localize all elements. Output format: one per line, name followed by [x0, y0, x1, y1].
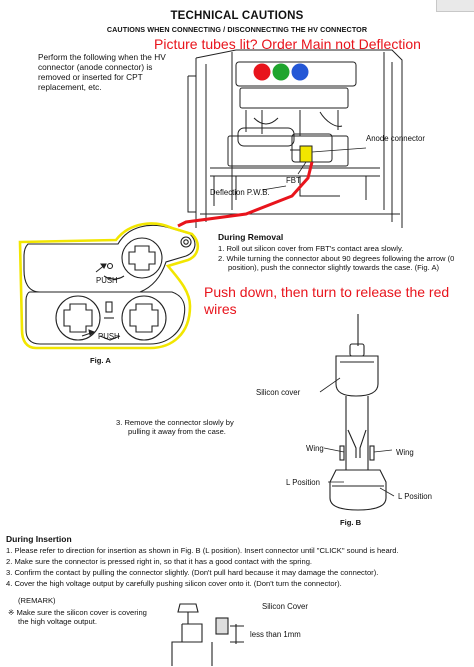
removal-step-2: 2. While turning the connector about 90 … [218, 254, 455, 273]
red-tube-light [253, 63, 271, 81]
annotation-top: Picture tubes lit? Order Main not Deflec… [154, 36, 421, 52]
insertion-step-2: 2. Make sure the connector is pressed ri… [6, 557, 313, 566]
remark-text: ※ Make sure the silicon cover is coverin… [8, 608, 147, 627]
wing-left-label: Wing [306, 444, 324, 453]
fig-a-highlight [18, 222, 200, 350]
insertion-step-1: 1. Please refer to direction for inserti… [6, 546, 399, 555]
fig-b-drawing [329, 314, 387, 511]
fig-a-arrows [81, 263, 107, 337]
page-title: TECHNICAL CAUTIONS [170, 10, 304, 22]
page-subtitle: CAUTIONS WHEN CONNECTING / DISCONNECTING… [106, 25, 368, 34]
remark-silicon-cover-label: Silicon Cover [262, 602, 308, 611]
push-label-top: PUSH [96, 276, 118, 285]
remark-dimension-label: less than 1mm [250, 630, 301, 639]
blue-tube-light [291, 63, 309, 81]
fig-a-drawing [23, 224, 196, 345]
fbt-label: FBT [286, 176, 301, 185]
picture-tube-lights [253, 63, 309, 81]
anode-connector-highlight [299, 145, 313, 163]
l-position-right-label: L Position [398, 492, 432, 501]
fig-b-caption: Fig. B [340, 518, 362, 527]
removal-step-1: 1. Roll out silicon cover from FBT's con… [218, 244, 404, 253]
remark-heading: (REMARK) [18, 596, 56, 605]
corner-tab [436, 0, 474, 12]
silicon-cover-label: Silicon cover [256, 388, 301, 397]
anode-connector-label: Anode connector [366, 134, 425, 143]
insertion-step-3: 3. Confirm the contact by pulling the co… [6, 568, 379, 577]
removal-heading: During Removal [218, 232, 284, 242]
green-tube-light [272, 63, 290, 81]
leader-lines [261, 147, 367, 191]
insertion-step-4: 4. Cover the high voltage output by care… [6, 579, 342, 588]
l-position-left-label: L Position [286, 478, 320, 487]
fig-a-caption: Fig. A [90, 356, 111, 365]
remark-drawing [171, 603, 244, 666]
deflection-pwb-label: Deflection P.W.B. [210, 188, 270, 197]
annotation-mid: Push down, then turn to release the red … [204, 284, 450, 317]
insertion-heading: During Insertion [6, 534, 72, 544]
red-arrow [177, 161, 314, 228]
intro-paragraph: Perform the following when the HV connec… [38, 52, 166, 92]
wing-right-label: Wing [396, 448, 414, 457]
fig-b-leaders [319, 377, 395, 497]
removal-step-3: 3. Remove the connector slowly by pullin… [116, 418, 234, 437]
crt-chassis-drawing [187, 49, 403, 228]
push-label-bottom: PUSH [98, 332, 120, 341]
